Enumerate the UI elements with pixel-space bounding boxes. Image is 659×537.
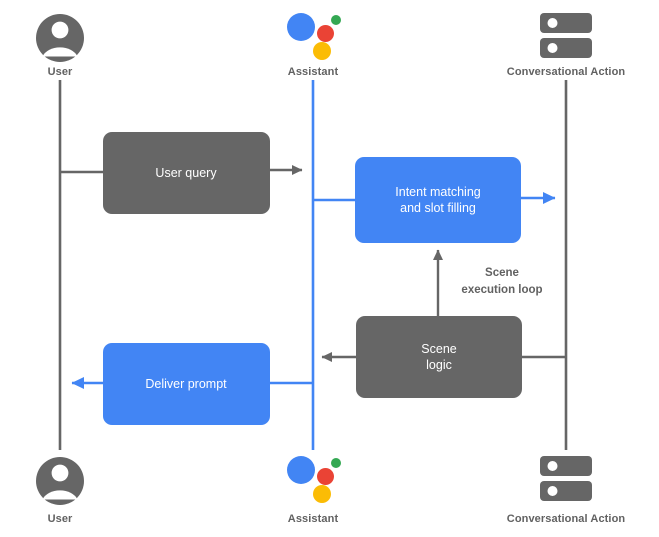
server-rack-icon-bottom — [540, 456, 592, 501]
annotation-scene-execution-loop: Scene execution loop — [461, 265, 542, 299]
message-box-intent-matching[interactable] — [355, 157, 521, 243]
google-assistant-icon-bottom — [287, 456, 341, 503]
message-box-scene-logic[interactable] — [356, 316, 522, 398]
user-avatar-icon-top — [36, 14, 84, 62]
message-box-user-query[interactable] — [103, 132, 270, 214]
actor-label-assistant-bottom: Assistant — [287, 513, 339, 525]
annotation-scene-execution-loop-line-1: Scene — [485, 267, 519, 279]
annotation-scene-execution-loop-line-2: execution loop — [461, 284, 543, 296]
actor-label-user-bottom: User — [47, 513, 73, 525]
actor-label-assistant-top: Assistant — [287, 66, 339, 78]
server-rack-icon-top — [540, 13, 592, 58]
actor-label-conversational-action-top: Conversational Action — [506, 66, 626, 78]
message-box-deliver-prompt[interactable] — [103, 343, 270, 425]
google-assistant-icon-top — [287, 13, 341, 60]
user-avatar-icon-bottom — [36, 457, 84, 505]
actor-label-conversational-action-bottom: Conversational Action — [506, 513, 626, 525]
actor-label-user-top: User — [47, 66, 73, 78]
